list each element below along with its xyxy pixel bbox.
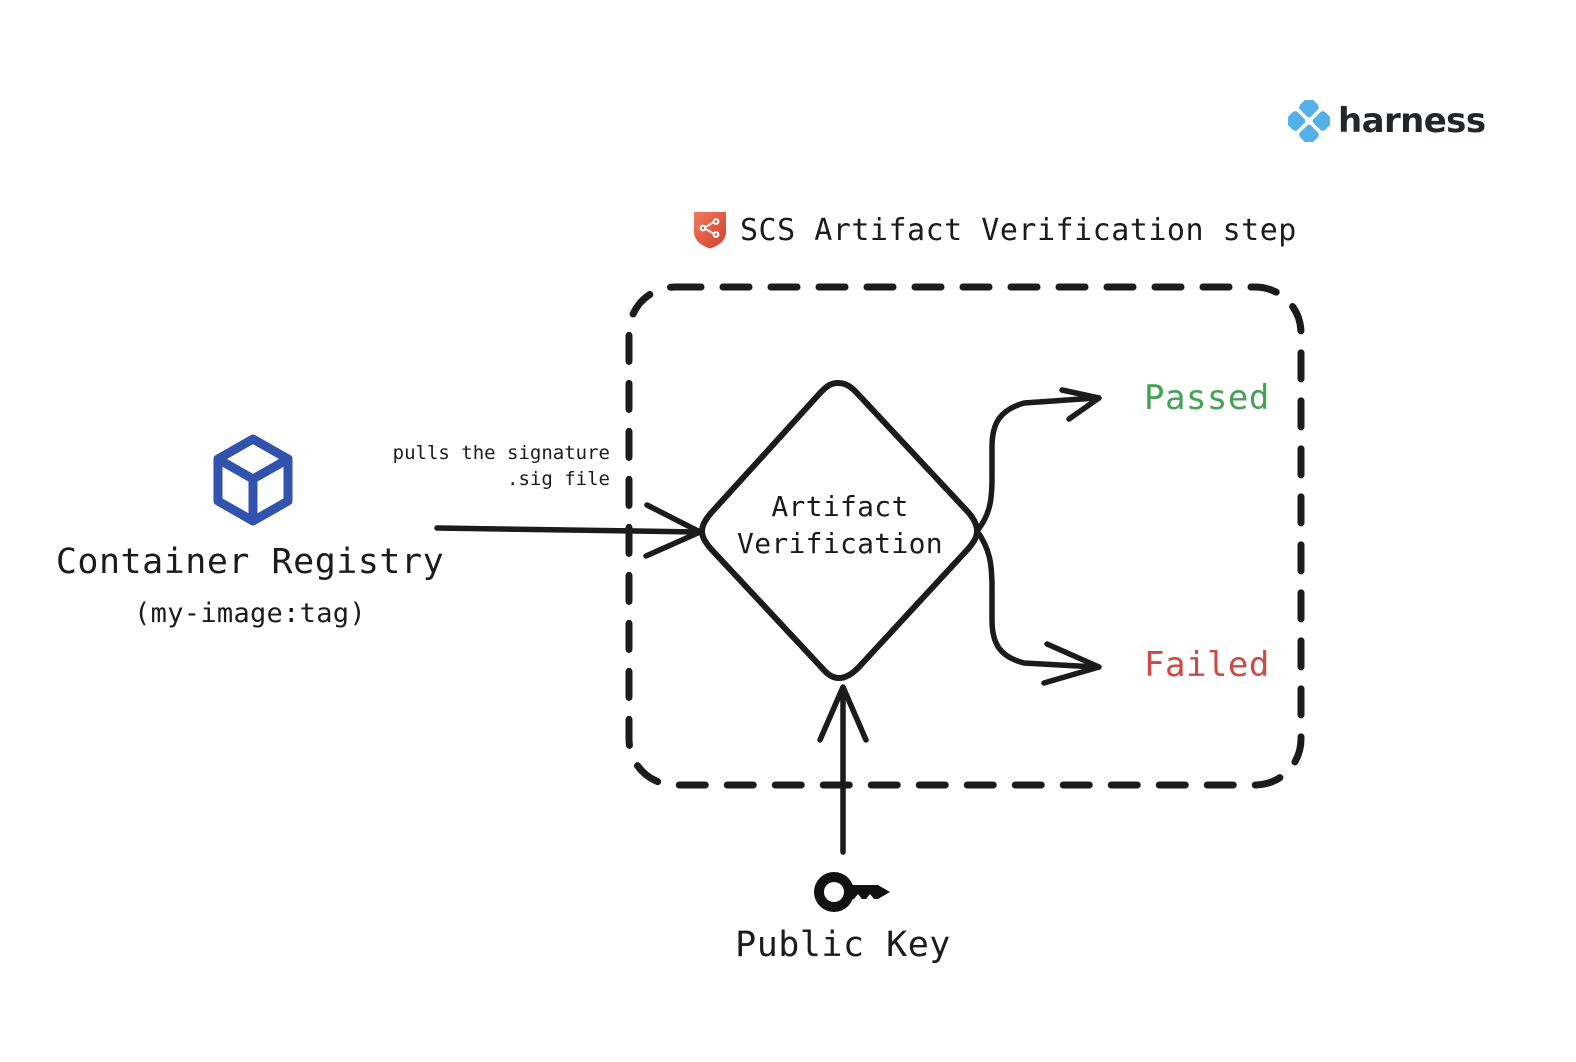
edge-verification-to-failed [974,528,1099,670]
container-registry-sublabel: (my-image:tag) [134,598,366,629]
harness-wordmark: harness [1338,101,1486,141]
public-key-label: Public Key [735,925,951,965]
edge-key-arrowhead [817,684,869,743]
key-icon [814,872,890,912]
diamond-shape [699,380,980,681]
edge-verification-to-passed [974,395,1099,534]
scs-shield-icon [694,212,726,249]
edge-failed-arrowhead [1041,641,1102,686]
edge-registry-to-verification [434,525,700,535]
container-cube-icon [213,434,293,526]
harness-diamond-icon [1288,100,1330,142]
scs-step-boundary [625,283,1305,789]
container-registry-label: Container Registry [55,542,445,582]
artifact-verification-line-2: Verification [737,527,943,560]
pull-signature-line-2: .sig file [507,468,610,490]
pull-signature-annotation: pulls the signature .sig file [360,440,610,492]
outcome-passed-label: Passed [1144,378,1270,418]
artifact-verification-label: Artifact Verification [700,488,980,562]
step-title-text: SCS Artifact Verification step [740,212,1297,248]
artifact-verification-line-1: Artifact [771,490,909,523]
outcome-failed-label: Failed [1144,645,1270,685]
pull-signature-line-1: pulls the signature [392,442,610,464]
harness-logo: harness [1288,100,1486,142]
edge-passed-arrowhead [1059,387,1102,422]
step-title: SCS Artifact Verification step [692,210,1297,250]
